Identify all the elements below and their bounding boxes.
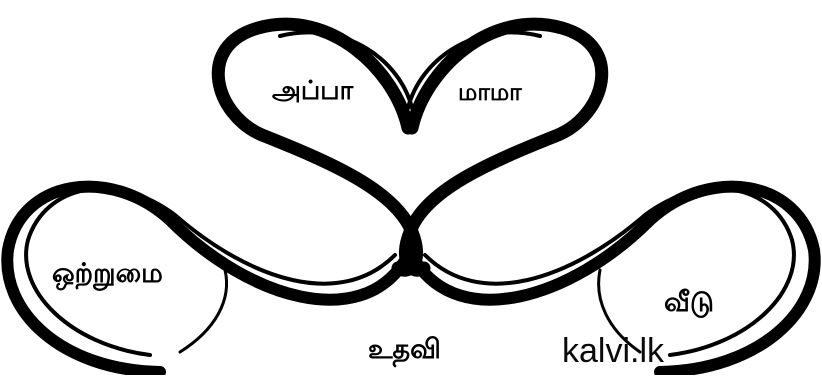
word-mama: மாமா	[458, 80, 522, 104]
left-swirl-tail	[180, 270, 227, 352]
watermark-text: kalvi.lk	[562, 334, 664, 368]
word-veedu: வீடு	[664, 289, 714, 316]
word-udhavi: உதவி	[368, 336, 441, 363]
word-otrumai: ஒற்றுமை	[52, 260, 163, 287]
heart-left-lobe	[218, 24, 416, 270]
right-swirl-inner	[425, 189, 794, 355]
word-appa: அப்பா	[272, 78, 353, 104]
